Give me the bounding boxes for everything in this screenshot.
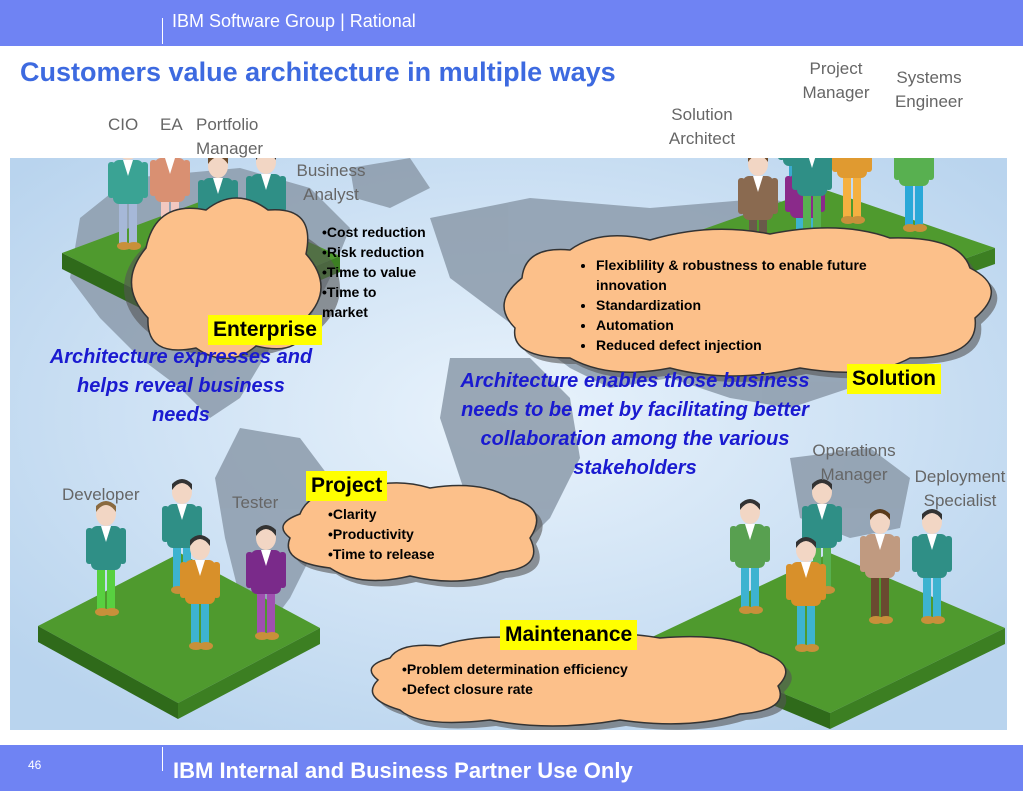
enterprise-cloud-text: •Cost reduction •Risk reduction •Time to… xyxy=(322,222,452,322)
enterprise-benefit: •Risk reduction xyxy=(322,244,425,260)
role-portfolio-manager: Portfolio Manager xyxy=(196,115,264,158)
role-systems-engineer: Systems Engineer xyxy=(894,68,964,111)
maintenance-cloud-text: •Problem determination efficiency •Defec… xyxy=(402,659,722,699)
enterprise-benefit: •Cost reduction xyxy=(322,224,426,240)
project-benefit: •Clarity xyxy=(328,506,377,522)
statement-center: Architecture enables those business need… xyxy=(460,370,810,479)
project-benefit: •Productivity xyxy=(328,526,414,542)
solution-benefit: Reduced defect injection xyxy=(596,335,878,355)
person-figure xyxy=(108,158,148,250)
person-figure xyxy=(912,509,952,624)
enterprise-label: Enterprise xyxy=(208,315,322,345)
header-title: IBM Software Group | Rational xyxy=(172,11,416,31)
maintenance-benefit: •Problem determination efficiency xyxy=(402,661,628,677)
footer-divider xyxy=(162,747,163,771)
person-figure xyxy=(86,501,126,616)
role-cio: CIO xyxy=(108,115,139,134)
solution-benefit: Standardization xyxy=(596,295,878,315)
role-solution-architect: Solution Architect xyxy=(668,105,736,148)
header-bar: IBM Software Group | Rational xyxy=(0,0,1023,46)
role-project-manager: Project Manager xyxy=(802,59,870,102)
project-cloud-text: •Clarity •Productivity •Time to release xyxy=(328,504,498,564)
person-figure xyxy=(786,537,826,652)
maintenance-label: Maintenance xyxy=(500,620,638,650)
project-label: Project xyxy=(306,471,388,501)
role-ea: EA xyxy=(160,115,183,134)
enterprise-benefit: •Time to market xyxy=(322,284,377,320)
world-map-diagram xyxy=(10,158,1007,730)
statement-left: Architecture expresses and helps reveal … xyxy=(49,346,313,426)
person-figure xyxy=(832,158,872,224)
solution-cloud-text: Flexiblility & robustness to enable futu… xyxy=(578,255,878,355)
maintenance-cloud xyxy=(370,632,792,730)
solution-label: Solution xyxy=(847,364,941,394)
person-figure xyxy=(894,158,934,232)
solution-benefit: Automation xyxy=(596,315,878,335)
role-developer: Developer xyxy=(62,485,140,504)
enterprise-benefit: •Time to value xyxy=(322,264,417,280)
role-operations-manager: Operations Manager xyxy=(812,441,896,484)
project-cloud xyxy=(282,482,543,588)
person-figure xyxy=(802,479,842,594)
solution-cloud xyxy=(503,227,998,382)
role-business-analyst: Business Analyst xyxy=(296,161,366,204)
page-number: 46 xyxy=(28,758,42,772)
footer-classification: IBM Internal and Business Partner Use On… xyxy=(173,758,633,783)
header-divider xyxy=(162,18,163,44)
person-figure xyxy=(730,499,770,614)
maintenance-benefit: •Defect closure rate xyxy=(402,681,533,697)
person-figure xyxy=(246,525,286,640)
solution-benefit: Flexiblility & robustness to enable futu… xyxy=(596,255,878,295)
stakeholder-figures xyxy=(86,158,952,652)
slide-title: Customers value architecture in multiple… xyxy=(20,57,616,87)
role-deployment-specialist: Deployment Specialist xyxy=(914,467,1006,510)
person-figure xyxy=(180,535,220,650)
person-figure xyxy=(860,509,900,624)
footer-bar: 46 IBM Internal and Business Partner Use… xyxy=(0,745,1023,791)
project-benefit: •Time to release xyxy=(328,546,435,562)
role-tester: Tester xyxy=(232,493,279,512)
